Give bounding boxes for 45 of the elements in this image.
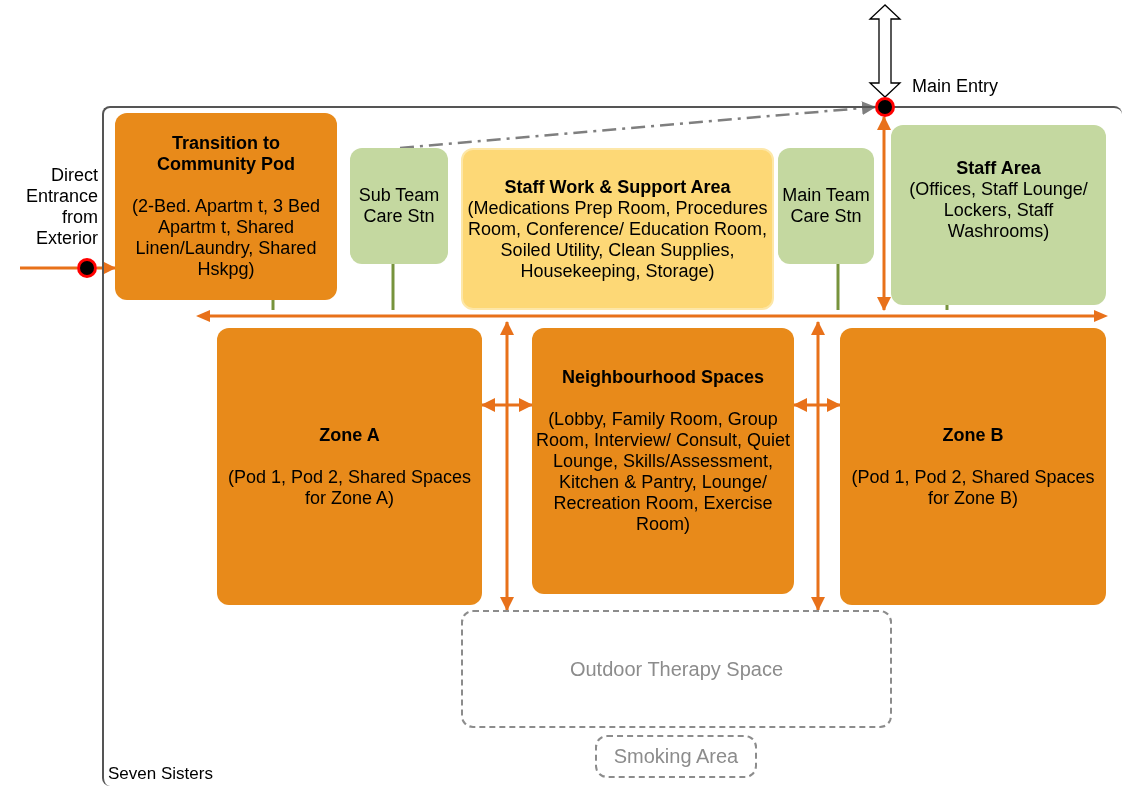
entry-arrow — [868, 4, 902, 98]
area-label: Seven Sisters — [107, 763, 213, 785]
room-list: (Pod 1, Pod 2, Shared Spaces for Zone B) — [840, 466, 1106, 509]
entry-label: Direct Entrance from Exterior — [24, 165, 98, 249]
arrow — [877, 116, 891, 311]
room-list: (Pod 1, Pod 2, Shared Spaces for Zone A) — [217, 466, 482, 509]
arrow — [97, 261, 116, 275]
room-list: (Lobby, Family Room, Group Room, Interview/ Consult, Quiet Lounge, Skills/Assessment, Kitchen & Pantry, Lounge/ Recreation Room, Exercise Room) — [532, 409, 794, 535]
arrow — [399, 101, 876, 150]
arrow — [793, 398, 841, 412]
corridor-line — [196, 310, 1108, 322]
area-heading: Neighbourhood Spaces — [562, 367, 764, 388]
area-box — [217, 328, 482, 605]
area-heading: Staff Work & Support Area — [504, 176, 731, 198]
connector-line — [271, 300, 275, 310]
entry-label: Main Entry — [912, 76, 1000, 97]
room-list: (Offices, Staff Lounge/ Lockers, Staff Washrooms) — [891, 179, 1106, 242]
area-heading: Transition to Community Pod — [156, 133, 296, 175]
arrow — [811, 321, 825, 611]
room-list: (Medications Prep Room, Procedures Room, Conference/ Education Room, Soiled Utility, Clean Supplies, Housekeeping, Storage) — [463, 197, 772, 282]
station-box — [891, 125, 1106, 305]
connector-line — [945, 305, 949, 310]
area-label: Main Team Care Stn — [781, 185, 871, 227]
area-heading: Staff Area — [956, 158, 1041, 179]
entry-point-dot — [875, 97, 895, 117]
area-box — [532, 328, 794, 594]
entry-point-dot — [77, 258, 97, 278]
area-heading: Zone A — [319, 424, 380, 446]
connector-line — [391, 264, 395, 310]
area-heading: Zone B — [942, 424, 1004, 446]
area-box — [840, 328, 1106, 605]
room-list: (2-Bed. Apartm t, 3 Bed Apartm t, Shared Linen/Laundry, Shared Hskpg) — [121, 196, 331, 280]
outdoor-area-box — [461, 610, 892, 728]
area-box — [115, 113, 337, 300]
support-area-box — [461, 148, 774, 310]
area-label: Sub Team Care Stn — [357, 185, 441, 227]
arrow — [481, 398, 533, 412]
outdoor-area-box — [595, 735, 757, 778]
connector-line — [20, 266, 77, 270]
area-label: Smoking Area — [613, 746, 739, 767]
station-box — [350, 148, 448, 264]
area-label: Outdoor Therapy Space — [569, 658, 784, 680]
station-box — [778, 148, 874, 264]
connector-line — [836, 264, 840, 310]
arrow — [500, 321, 514, 611]
